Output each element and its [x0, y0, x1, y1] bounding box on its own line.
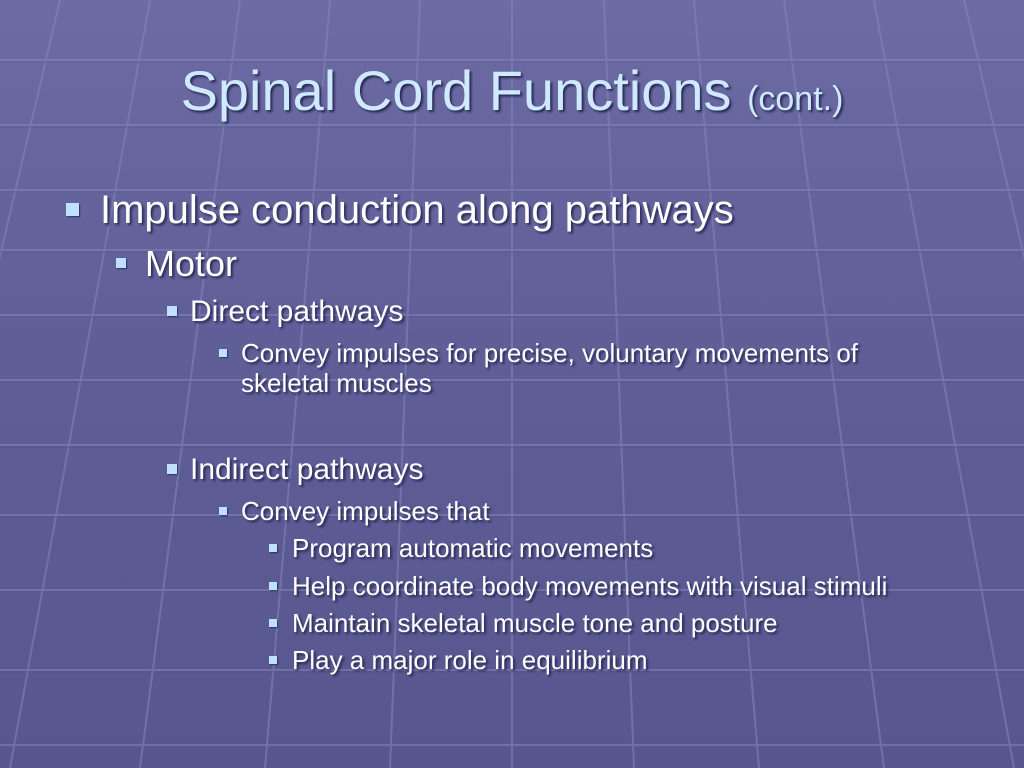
slide-title-main: Spinal Cord Functions — [180, 59, 732, 122]
bullet-text: Convey impulses for precise, voluntary m… — [241, 338, 859, 398]
square-bullet-icon — [167, 306, 177, 316]
square-bullet-icon — [269, 619, 277, 627]
slide-title-suffix: (cont.) — [747, 80, 844, 118]
square-bullet-icon — [219, 349, 227, 357]
bullet-text: Help coordinate body movements with visu… — [292, 571, 888, 601]
square-bullet-icon — [219, 507, 227, 515]
bullet-text: Direct pathways — [190, 295, 404, 328]
bullet-text: Indirect pathways — [190, 453, 424, 486]
bullet-item: Indirect pathways — [167, 453, 424, 487]
slide-title: Spinal Cord Functions (cont.) — [0, 60, 1024, 122]
bullet-text: Play a major role in equilibrium — [292, 645, 648, 675]
square-bullet-icon — [269, 544, 277, 552]
square-bullet-icon — [269, 656, 277, 664]
bullet-item: Help coordinate body movements with visu… — [269, 571, 888, 601]
bullet-item: Maintain skeletal muscle tone and postur… — [269, 608, 778, 638]
bullet-item: Play a major role in equilibrium — [269, 645, 648, 675]
bullet-item: Convey impulses that — [219, 496, 941, 526]
bullet-item: Motor — [116, 243, 238, 284]
bullet-text: Impulse conduction along pathways — [100, 188, 734, 232]
bullet-item: Direct pathways — [167, 295, 404, 329]
bullet-item: Impulse conduction along pathways — [66, 188, 734, 232]
bullet-item: Program automatic movements — [269, 533, 654, 563]
square-bullet-icon — [167, 464, 177, 474]
bullet-text: Program automatic movements — [292, 533, 654, 563]
square-bullet-icon — [269, 582, 277, 590]
square-bullet-icon — [66, 203, 79, 216]
bullet-text: Motor — [145, 243, 238, 284]
bullet-text: Maintain skeletal muscle tone and postur… — [292, 608, 778, 638]
bullet-item: Convey impulses for precise, voluntary m… — [219, 338, 941, 398]
bullet-text: Convey impulses that — [241, 496, 490, 526]
square-bullet-icon — [116, 258, 126, 268]
